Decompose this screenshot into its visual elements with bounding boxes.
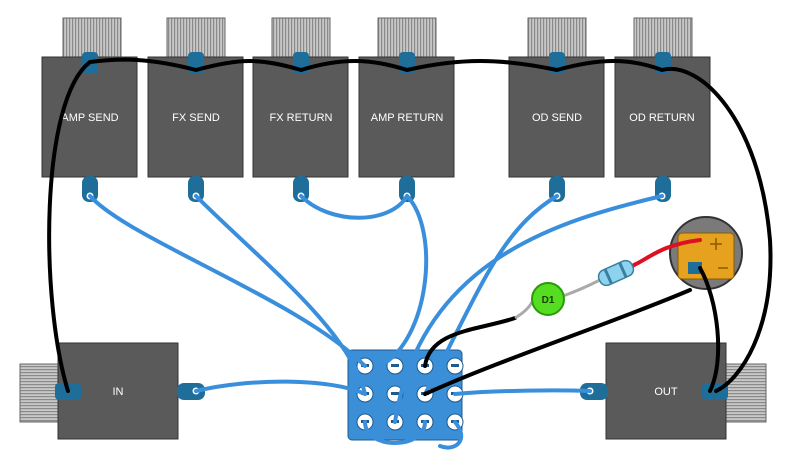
led-circuit: D1 bbox=[514, 238, 702, 320]
wire-input-to-switch bbox=[194, 379, 367, 396]
wire-ground-bus bbox=[47, 57, 773, 393]
led-d1-label: D1 bbox=[542, 295, 555, 306]
wire-amp-return-to-switch bbox=[378, 194, 429, 368]
jack-od-return: OD RETURN bbox=[614, 17, 711, 202]
wire-led-cathode bbox=[514, 301, 534, 320]
jack-amp-return: AMP RETURN bbox=[358, 17, 455, 202]
battery-connector bbox=[669, 216, 743, 290]
wire-battery-to-switch bbox=[423, 288, 692, 396]
led-d1 bbox=[531, 282, 565, 316]
jack-output-label: OUT bbox=[654, 386, 678, 398]
wire-switch-jumper-bottom bbox=[363, 420, 427, 445]
jack-input-label: IN bbox=[113, 386, 124, 398]
jack-fx-return: FX RETURN bbox=[252, 17, 349, 202]
wire-switch-to-output bbox=[453, 388, 592, 396]
jack-fx-send: FX SEND bbox=[147, 17, 244, 202]
jack-amp-return-label: AMP RETURN bbox=[371, 112, 444, 124]
wire-od-send-to-switch bbox=[423, 194, 559, 396]
jack-output: OUT bbox=[580, 342, 767, 440]
wire-power-positive bbox=[630, 238, 702, 268]
jack-amp-send-label: AMP SEND bbox=[61, 112, 118, 124]
wire-switch-jumper-right bbox=[438, 420, 464, 450]
jack-amp-send: AMP SEND bbox=[41, 17, 138, 202]
wire-fx-return-to-amp-return bbox=[299, 194, 409, 220]
jack-fx-return-label: FX RETURN bbox=[270, 112, 333, 124]
jack-fx-send-label: FX SEND bbox=[172, 112, 220, 124]
jack-input: IN bbox=[19, 342, 205, 440]
wire-battery-to-output bbox=[698, 266, 721, 393]
ground-wires bbox=[47, 57, 773, 396]
wire-led-to-switch bbox=[423, 316, 517, 368]
jack-od-send-label: OD SEND bbox=[532, 112, 582, 124]
resistor bbox=[597, 259, 635, 287]
signal-wires bbox=[88, 194, 664, 450]
jack-od-return-label: OD RETURN bbox=[629, 112, 694, 124]
wire-led-leg bbox=[562, 278, 601, 298]
wire-od-return-to-switch bbox=[393, 194, 664, 424]
wire-amp-send-to-switch bbox=[88, 194, 367, 368]
jack-od-send: OD SEND bbox=[508, 17, 605, 202]
wire-fx-send-to-switch bbox=[194, 194, 367, 396]
